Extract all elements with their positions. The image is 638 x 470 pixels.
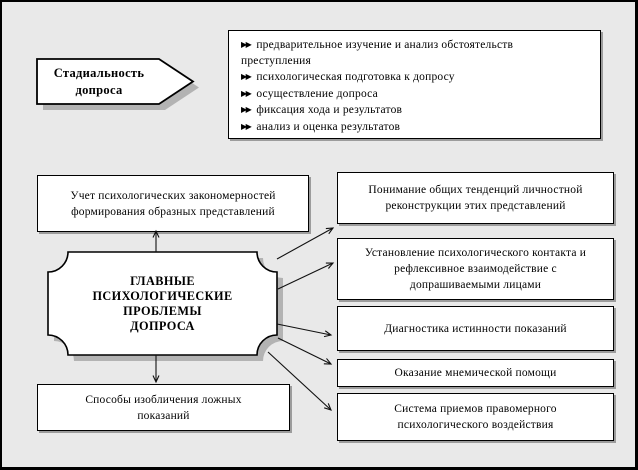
- double-arrow-bullet-icon: ▶▶: [241, 105, 252, 115]
- central-plaque-shape: [47, 251, 283, 361]
- double-arrow-bullet-icon: ▶▶: [241, 40, 252, 49]
- topic-box-exposing-false-testimony: Способы изобличения ложных показаний: [37, 384, 290, 431]
- stage-callout-body: [36, 58, 195, 105]
- list-item: ▶▶ психологическая подготовка к допросу: [241, 69, 590, 86]
- list-item-text: психологическая подготовка к допросу: [256, 71, 455, 84]
- list-item-text: осуществление допроса: [256, 87, 378, 100]
- topic-box-truth-diagnostics: Диагностика истинности показаний: [337, 306, 614, 351]
- topic-box-image-regularities: Учет психологических закономерностей фор…: [37, 175, 309, 232]
- central-plaque-body: [47, 251, 278, 356]
- stage-callout-label: Стадиальность допроса: [53, 65, 145, 97]
- topic-box-psychological-contact: Установление психологического контакта и…: [337, 238, 614, 300]
- stages-list-box: ▶▶предварительное изучение и анализ обст…: [228, 30, 601, 139]
- stage-callout-shape: [36, 58, 199, 110]
- list-item-text: предварительное изучение и анализ обстоя…: [241, 39, 514, 67]
- list-item: ▶▶предварительное изучение и анализ обст…: [241, 37, 590, 69]
- double-arrow-bullet-icon: ▶▶: [241, 121, 252, 131]
- list-item-text: фиксация хода и результатов: [256, 104, 403, 117]
- list-item-text: анализ и оценка результатов: [256, 120, 401, 133]
- topic-box-lawful-influence: Система приемов правомерного психологиче…: [337, 393, 614, 441]
- topic-box-personal-reconstruction: Понимание общих тенденций личностной рек…: [337, 172, 614, 224]
- list-item: ▶▶ фиксация хода и результатов: [241, 102, 590, 119]
- double-arrow-bullet-icon: ▶▶: [241, 88, 252, 98]
- list-item: ▶▶ анализ и оценка результатов: [241, 119, 590, 136]
- topic-box-mnemonic-help: Оказание мнемической помощи: [337, 359, 614, 387]
- double-arrow-bullet-icon: ▶▶: [241, 72, 252, 82]
- list-item: ▶▶ осуществление допроса: [241, 86, 590, 103]
- central-plaque-label: ГЛАВНЫЕ ПСИХОЛОГИЧЕСКИЕ ПРОБЛЕМЫ ДОПРОСА: [92, 273, 233, 333]
